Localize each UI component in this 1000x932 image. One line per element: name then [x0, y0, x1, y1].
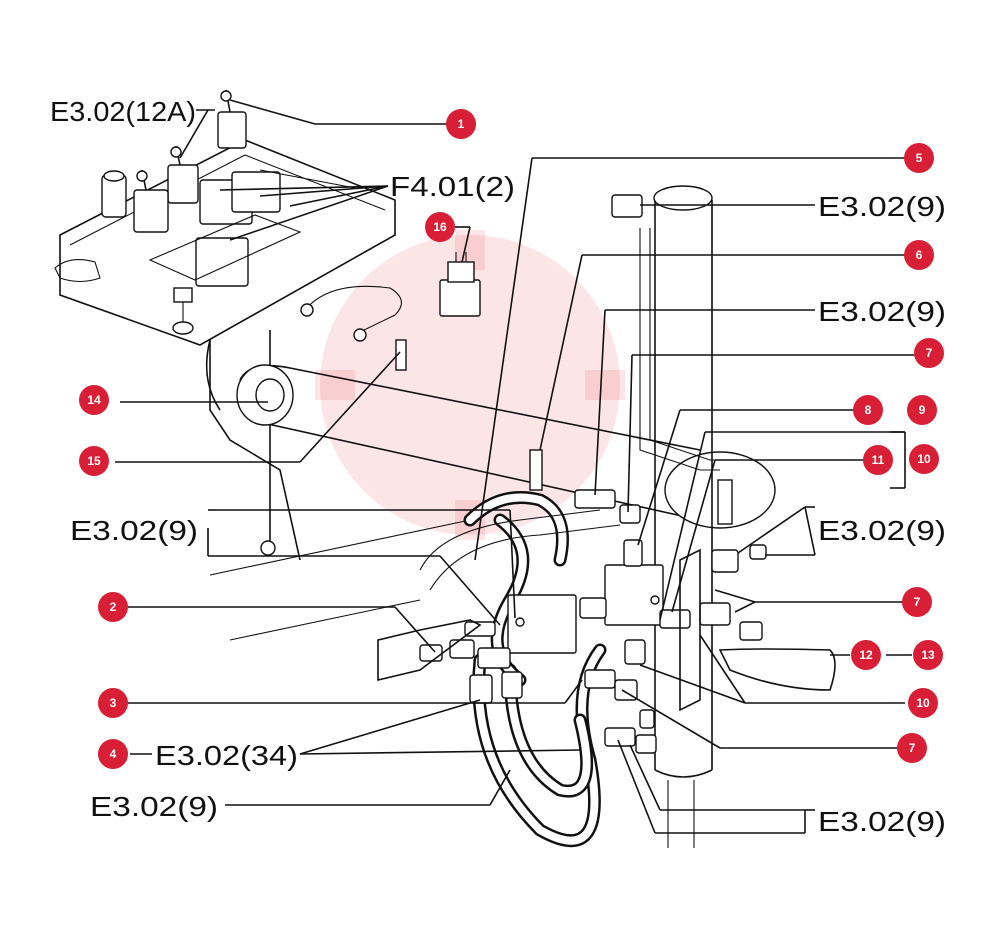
- callout-number: 11: [872, 453, 885, 467]
- ref-e3-02-34: E3.02(34): [155, 740, 298, 771]
- valve-blocks-drawing: [377, 449, 836, 754]
- callout-7-upper: 7: [914, 338, 944, 368]
- callout-7-right: 7: [902, 587, 932, 617]
- callout-number: 2: [110, 600, 117, 614]
- callout-number: 5: [916, 151, 923, 165]
- callout-7-lower: 7: [897, 733, 927, 763]
- callout-number: 1: [458, 117, 465, 131]
- callout-12: 12: [851, 640, 881, 670]
- callout-number: 3: [110, 696, 117, 710]
- ref-f4-01-2: F4.01(2): [390, 171, 515, 202]
- callout-10-upper: 10: [909, 444, 939, 474]
- callout-6: 6: [904, 240, 934, 270]
- callout-1: 1: [446, 109, 476, 139]
- callout-5: 5: [904, 143, 934, 173]
- ref-e3-02-9-top: E3.02(9): [818, 191, 946, 222]
- control-panel-drawing: [54, 89, 396, 346]
- callout-3: 3: [98, 688, 128, 718]
- ref-e3-02-9-bottom-right: E3.02(9): [818, 806, 946, 837]
- callout-number: 8: [865, 403, 872, 417]
- relay-drawing: [439, 252, 481, 317]
- callout-4: 4: [98, 739, 128, 769]
- callout-number: 14: [87, 393, 101, 407]
- callout-number: 4: [110, 747, 117, 761]
- watermark-logo: [315, 230, 625, 540]
- callout-number: 6: [916, 248, 923, 262]
- callout-number: 7: [909, 741, 916, 755]
- column-drawing: [611, 185, 733, 848]
- callout-8: 8: [853, 395, 883, 425]
- callout-number: 16: [433, 220, 447, 234]
- callout-number: 15: [87, 454, 101, 468]
- callout-number: 13: [921, 648, 935, 662]
- callout-9: 9: [907, 395, 937, 425]
- callout-2: 2: [98, 592, 128, 622]
- callout-14: 14: [79, 385, 109, 415]
- callout-number: 7: [914, 595, 921, 609]
- ref-e3-02-12a: E3.02(12A): [50, 96, 196, 127]
- callout-number: 9: [919, 403, 926, 417]
- callout-number: 7: [926, 346, 933, 360]
- ref-e3-02-9-upper: E3.02(9): [818, 296, 946, 327]
- callout-number: 10: [916, 696, 930, 710]
- callout-11: 11: [863, 445, 893, 475]
- leader-lines: [115, 99, 915, 834]
- callout-16: 16: [425, 212, 455, 242]
- callout-number: 12: [859, 648, 873, 662]
- ref-e3-02-9-bottom-left: E3.02(9): [90, 791, 218, 822]
- callout-number: 10: [917, 452, 931, 466]
- callout-10-lower: 10: [908, 688, 938, 718]
- callout-15: 15: [79, 446, 109, 476]
- callout-13: 13: [913, 640, 943, 670]
- ref-e3-02-9-left: E3.02(9): [70, 515, 198, 546]
- ref-e3-02-9-right: E3.02(9): [818, 515, 946, 546]
- hoses-drawing: [419, 491, 621, 847]
